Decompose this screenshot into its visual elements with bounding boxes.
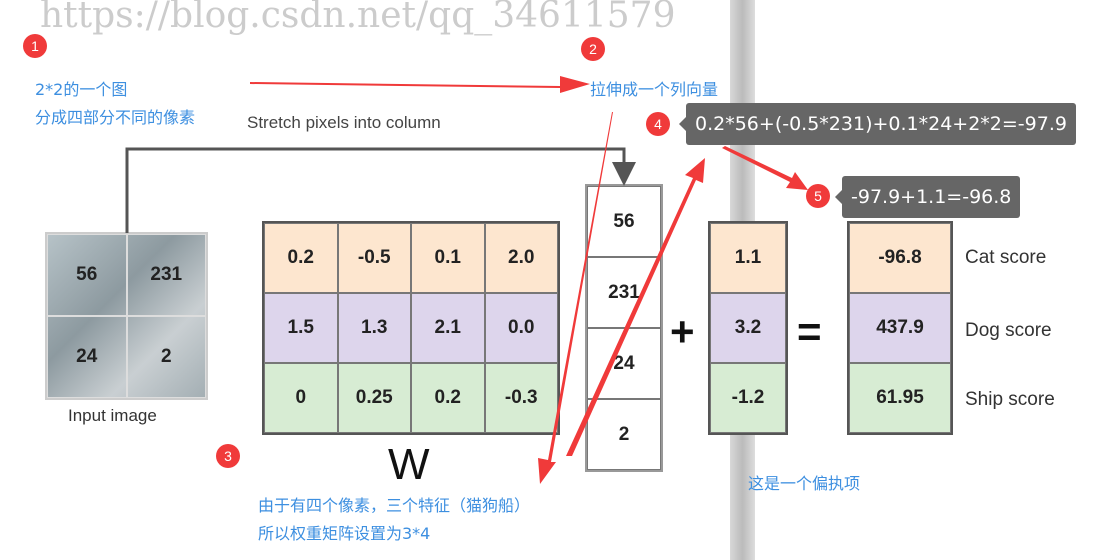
cat-score-label: Cat score bbox=[965, 247, 1047, 268]
x-cell: 2 bbox=[587, 399, 661, 470]
ship-score-label: Ship score bbox=[965, 389, 1055, 410]
score-cell: 61.95 bbox=[849, 363, 951, 433]
score-cell: 437.9 bbox=[849, 293, 951, 363]
x-cell: 24 bbox=[587, 328, 661, 399]
input-pixel: 24 bbox=[47, 316, 127, 398]
score-vector: -96.8 437.9 61.95 bbox=[847, 221, 953, 435]
note-3-line-2: 所以权重矩阵设置为3*4 bbox=[258, 524, 431, 543]
w-cell: 2.0 bbox=[484, 223, 558, 293]
step-badge-1: 1 bbox=[23, 34, 47, 58]
note-1-line-1: 2*2的一个图 bbox=[35, 80, 128, 99]
input-image-label: Input image bbox=[68, 406, 157, 425]
input-pixel: 231 bbox=[126, 234, 206, 316]
w-label: W bbox=[388, 440, 430, 489]
b-cell: 3.2 bbox=[710, 293, 786, 363]
x-cell: 231 bbox=[587, 257, 661, 328]
tooltip-calculation-4: 0.2*56+(-0.5*231)+0.1*24+2*2=-97.9 bbox=[679, 103, 1076, 145]
pixel-column-vector: 56 231 24 2 bbox=[585, 184, 663, 472]
w-cell: -0.3 bbox=[484, 363, 558, 433]
bias-vector: 1.1 3.2 -1.2 bbox=[708, 221, 788, 435]
w-cell: 2.1 bbox=[411, 293, 485, 363]
w-cell: 1.5 bbox=[264, 293, 338, 363]
arrow-1-to-2 bbox=[250, 76, 590, 93]
note-1-line-2: 分成四部分不同的像素 bbox=[35, 108, 196, 127]
stretch-label: Stretch pixels into column bbox=[247, 113, 441, 132]
note-2: 拉伸成一个列向量 bbox=[590, 80, 719, 99]
note-3-line-1: 由于有四个像素，三个特征（猫狗船） bbox=[258, 496, 531, 515]
w-cell: -0.5 bbox=[337, 223, 411, 293]
note-bias: 这是一个偏执项 bbox=[748, 474, 861, 493]
w-cell: 0.0 bbox=[484, 293, 558, 363]
w-cell: 0.2 bbox=[264, 223, 338, 293]
equals-sign: = bbox=[797, 308, 822, 355]
w-cell: 0.25 bbox=[337, 363, 411, 433]
step-badge-3: 3 bbox=[216, 444, 240, 468]
b-cell: -1.2 bbox=[710, 363, 786, 433]
dog-score-label: Dog score bbox=[965, 320, 1052, 341]
score-cell: -96.8 bbox=[849, 223, 951, 293]
step-badge-5: 5 bbox=[806, 184, 830, 208]
weight-matrix: 0.2 -0.5 0.1 2.0 1.5 1.3 2.1 0.0 0 0.25 … bbox=[262, 221, 560, 435]
w-cell: 1.3 bbox=[337, 293, 411, 363]
w-cell: 0.2 bbox=[411, 363, 485, 433]
b-cell: 1.1 bbox=[710, 223, 786, 293]
step-badge-4: 4 bbox=[646, 112, 670, 136]
w-cell: 0.1 bbox=[411, 223, 485, 293]
tooltip-calculation-5: -97.9+1.1=-96.8 bbox=[834, 176, 1021, 218]
input-pixel: 2 bbox=[126, 316, 206, 398]
input-pixel: 56 bbox=[47, 234, 127, 316]
x-cell: 56 bbox=[587, 186, 661, 257]
step-badge-2: 2 bbox=[581, 37, 605, 61]
w-cell: 0 bbox=[264, 363, 338, 433]
plus-sign: + bbox=[670, 308, 695, 355]
watermark: https://blog.csdn.net/qq_34611579 bbox=[40, 0, 676, 36]
input-image: 56 231 24 2 bbox=[45, 232, 208, 400]
